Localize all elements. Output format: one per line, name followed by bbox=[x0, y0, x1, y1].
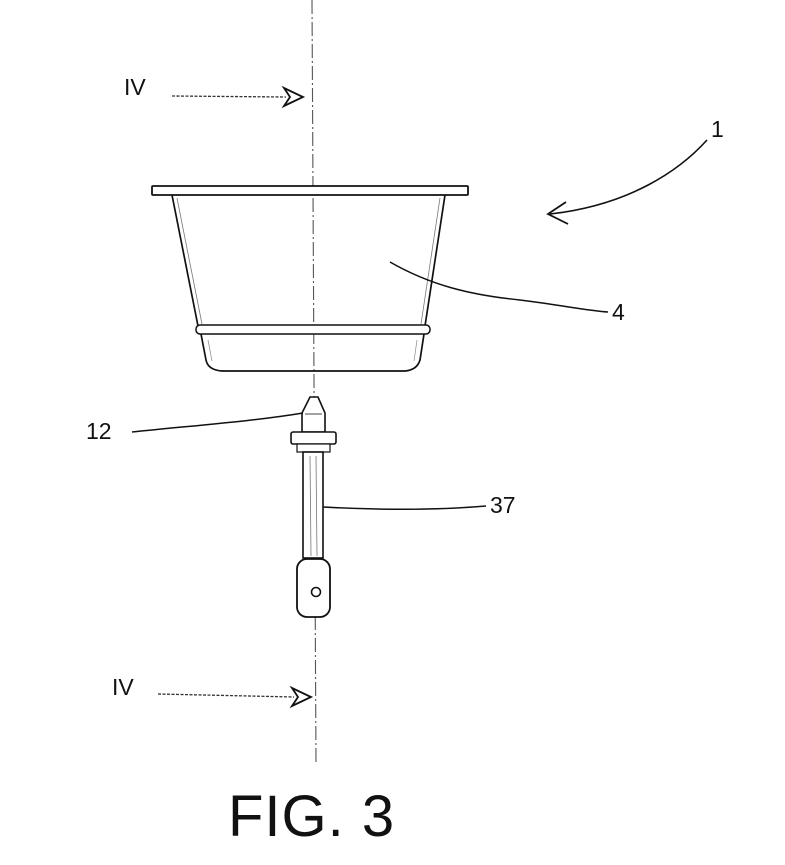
tip-collar bbox=[290, 431, 337, 445]
leader-tip bbox=[131, 412, 304, 433]
section-arrow-bottom bbox=[157, 685, 314, 709]
section-arrow-top bbox=[171, 85, 306, 109]
section-label-bottom: IV bbox=[112, 674, 134, 700]
container-bottom bbox=[200, 333, 425, 372]
container-cup bbox=[151, 185, 469, 372]
figure-caption: FIG. 3 bbox=[228, 784, 396, 849]
container-rim bbox=[151, 185, 469, 196]
tip-component bbox=[290, 396, 337, 453]
ref-numeral-stem: 37 bbox=[490, 492, 516, 518]
ref-numeral-assembly: 1 bbox=[711, 116, 724, 142]
stem-hole bbox=[310, 586, 322, 598]
stem-shaft bbox=[302, 451, 324, 559]
leader-arrow-assembly bbox=[549, 139, 708, 215]
section-label-top: IV bbox=[124, 74, 146, 100]
stem-component bbox=[296, 451, 331, 618]
container-upper-body bbox=[171, 194, 446, 327]
ref-numeral-tip: 12 bbox=[86, 418, 112, 444]
tip-cone bbox=[301, 396, 326, 433]
container-band bbox=[195, 324, 431, 335]
ref-numeral-container: 4 bbox=[612, 299, 625, 325]
leader-stem bbox=[322, 505, 487, 510]
leader-container bbox=[389, 261, 609, 313]
arrowhead-assembly bbox=[546, 201, 569, 225]
center-axis-line bbox=[311, 0, 317, 763]
